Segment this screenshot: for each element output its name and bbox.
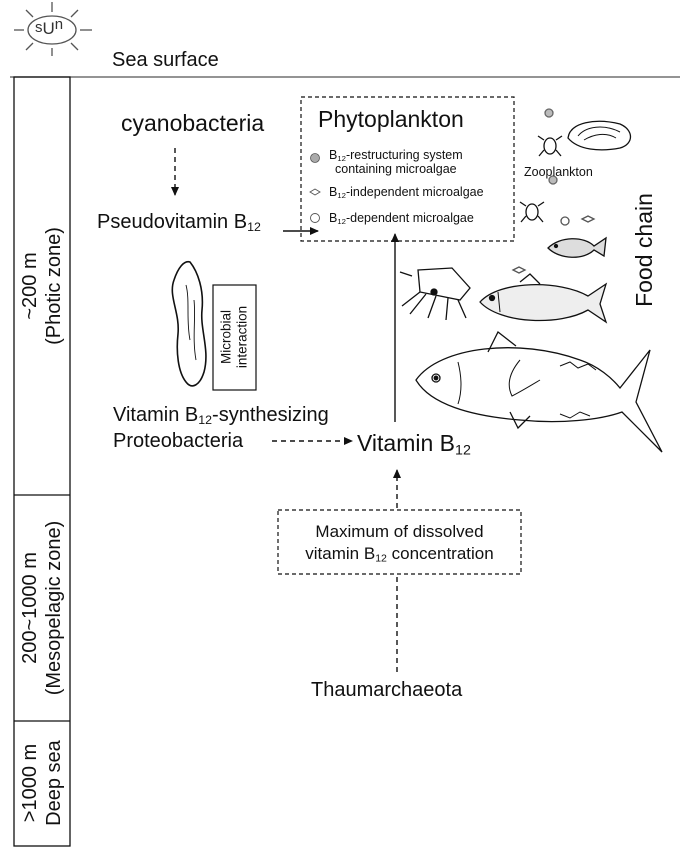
sea-surface-label: Sea surface [112, 49, 219, 71]
medium-fish-icon [479, 273, 608, 324]
small-fish-icon [547, 236, 607, 258]
maximum-line1: Maximum of dissolved [315, 522, 484, 541]
tuna-icon [415, 331, 663, 453]
depth-zone-mesopelagic-line1: 200~1000 m [19, 552, 41, 664]
pseudovitamin-label: Pseudovitamin B12 [97, 211, 261, 235]
copepod-icon [519, 201, 545, 223]
depth-column [13, 76, 71, 847]
zooplankton-label: Zooplankton [524, 165, 593, 179]
proteobacteria-cell-icon [171, 260, 207, 387]
proteobacteria-label: Vitamin B12-synthesizing Proteobacteria [113, 402, 329, 454]
depth-zone-mesopelagic-line2: (Mesopelagic zone) [43, 520, 65, 696]
plankton-particle [511, 266, 527, 274]
microbial-interaction-box [212, 284, 257, 391]
microbial-interaction-label: Microbial interaction [218, 306, 249, 368]
vitamin-b12-text: Vitamin B [357, 430, 456, 456]
food-chain-label: Food chain [631, 193, 658, 307]
legend-independent: B12-independent microalgae [329, 185, 484, 199]
legend-dependent-pre: B [329, 211, 338, 225]
vitamin-b12-label: Vitamin B12 [357, 430, 471, 458]
plankton-particle [544, 108, 554, 118]
plankton-particle [548, 175, 558, 185]
plankton-particle [580, 215, 596, 223]
maximum-label: Maximum of dissolved vitamin B12 concent… [278, 521, 521, 565]
maximum-pre: vitamin B [305, 544, 376, 564]
legend-restructuring-pre: B [329, 148, 338, 162]
restructuring-symbol [310, 153, 320, 163]
depth-zone-mesopelagic: 200~1000 m (Mesopelagic zone) [18, 521, 66, 696]
sun-icon [14, 2, 92, 56]
phytoplankton-title: Phytoplankton [318, 106, 464, 132]
proteobacteria-line2: Proteobacteria [113, 430, 244, 452]
pseudovitamin-sub: 12 [247, 220, 261, 235]
legend-restructuring-line2: containing microalgae [335, 162, 457, 177]
maximum-sub: 12 [375, 552, 387, 565]
sun-label-n: n [54, 16, 64, 33]
plankton-particle [560, 216, 570, 226]
legend-independent-sub: 12 [337, 190, 346, 200]
depth-zone-photic-line1: ~200 m [19, 252, 41, 320]
sun-label-s: s [35, 19, 43, 36]
legend-restructuring-sub: 12 [337, 153, 346, 163]
legend-independent-pre: B [329, 185, 338, 199]
microbial-interaction-line1: Microbial [218, 309, 234, 365]
legend-dependent-sub: 12 [337, 216, 346, 226]
microbial-interaction-line2: interaction [234, 305, 249, 369]
dependent-symbol [310, 213, 320, 223]
sun-label-u: U [42, 19, 55, 38]
copepod-icon [537, 135, 563, 157]
proteobacteria-pre: Vitamin B [113, 404, 199, 426]
independent-symbol [309, 188, 321, 196]
legend-independent-post: -independent microalgae [345, 185, 484, 199]
vitamin-b12-sub: 12 [455, 442, 471, 459]
phytoplankton-box [300, 96, 515, 242]
depth-zone-photic: ~200 m (Photic zone) [18, 227, 66, 345]
sun-label: sUn [35, 16, 64, 38]
pseudovitamin-text: Pseudovitamin B [97, 211, 248, 233]
maximum-post: concentration [386, 544, 494, 564]
marine-organisms [399, 108, 663, 453]
legend-restructuring-post: -restructuring system [345, 148, 463, 162]
depth-zone-deep-sea: >1000 m Deep sea [18, 740, 66, 826]
proteobacteria-post: -synthesizing [212, 404, 329, 426]
depth-zone-photic-line2: (Photic zone) [43, 227, 65, 345]
proteobacteria-sub: 12 [198, 413, 213, 428]
legend-dependent-post: -dependent microalgae [345, 211, 474, 225]
legend-restructuring: B12-restructuring system containing micr… [329, 148, 463, 177]
thaumarchaeota-label: Thaumarchaeota [311, 679, 463, 701]
legend-dependent: B12-dependent microalgae [329, 211, 474, 225]
cyanobacteria-label: cyanobacteria [121, 110, 265, 136]
depth-zone-deep-line2: Deep sea [43, 740, 65, 826]
maximum-box [277, 509, 522, 575]
squid-icon [399, 267, 471, 321]
jellyfish-icon [567, 120, 632, 151]
depth-zone-deep-line1: >1000 m [19, 743, 41, 823]
